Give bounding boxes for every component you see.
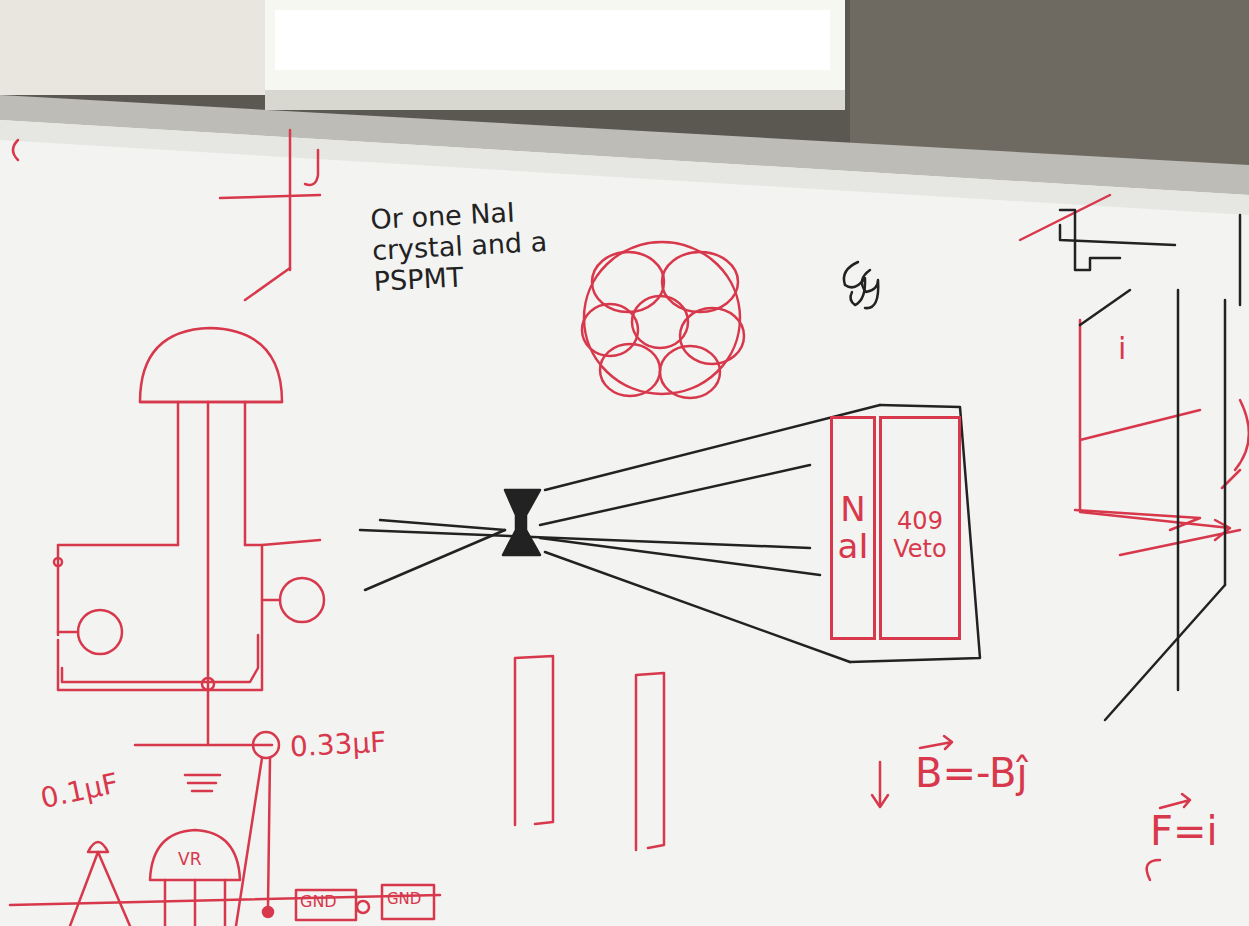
- force-equation: F=i: [1150, 808, 1245, 854]
- field-equation: B=-Bĵ: [915, 750, 1075, 796]
- box-text: 409 Veto: [882, 507, 958, 563]
- current-label: i: [1118, 332, 1148, 367]
- box-text: NaI: [836, 491, 870, 566]
- veto-box: 409 Veto: [879, 416, 961, 640]
- regulator-label: VR: [178, 850, 218, 870]
- pin-name: GND: [387, 891, 433, 908]
- detector-box: NaI: [830, 416, 876, 640]
- capacitor-value: 0.33μF: [289, 725, 421, 764]
- pin-name: GND: [300, 893, 356, 911]
- handwritten-note: Or one NaI crystal and a PSPMT: [370, 192, 605, 297]
